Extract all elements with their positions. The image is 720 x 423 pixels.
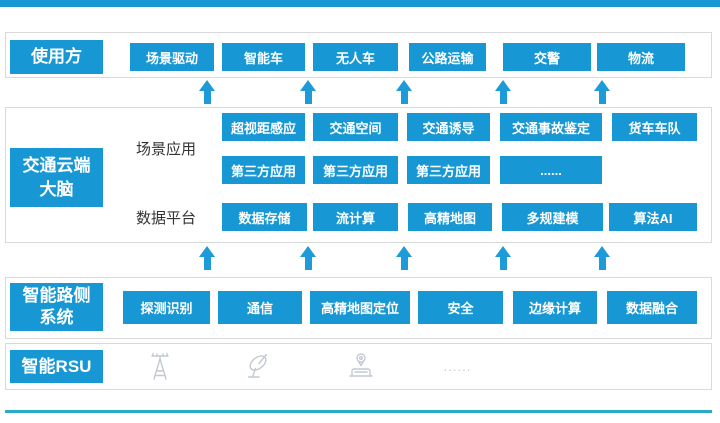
data-platform-label: 数据平台 [135,209,196,227]
up-arrow [495,80,511,105]
scene-app-box-third-party-2: 第三方应用 [313,156,398,184]
user-box-smart-vehicle: 智能车 [222,43,305,71]
roadside-box-hd-map-positioning: 高精地图定位 [310,291,410,324]
up-arrow [300,80,316,105]
roadside-label-line1: 智能路侧 [22,286,91,305]
user-box-traffic-police: 交警 [503,43,591,71]
up-arrow [495,246,511,271]
users-layer-label: 使用方 [10,40,103,74]
roadside-box-edge-computing: 边缘计算 [513,291,597,324]
data-platform-box-stream-computing: 流计算 [313,203,398,231]
scene-app-box-traffic-space: 交通空间 [313,113,398,141]
roadside-box-security: 安全 [418,291,503,324]
signal-tower-icon [143,351,177,388]
data-platform-box-hd-map: 高精地图 [408,203,492,231]
data-platform-box-storage: 数据存储 [222,203,307,231]
up-arrow [396,246,412,271]
roadside-layer-label: 智能路侧 系统 [10,283,103,331]
scene-app-box-traffic-guidance: 交通诱导 [407,113,490,141]
roadside-box-data-fusion: 数据融合 [607,291,697,324]
up-arrow [199,246,215,271]
user-box-scene-driven: 场景驱动 [130,43,214,71]
satellite-dish-icon [240,352,274,387]
roadside-label-line2: 系统 [39,308,74,327]
roadside-box-detection-recognition: 探测识别 [123,291,210,324]
cloud-brain-layer-label: 交通云端 大脑 [10,148,103,207]
user-box-driverless-vehicle: 无人车 [313,43,398,71]
roadside-box-communication: 通信 [218,291,302,324]
scene-app-box-more: ...... [500,156,602,184]
vehicle-positioning-icon [343,351,379,387]
scene-apps-label: 场景应用 [135,140,196,158]
scene-app-box-third-party-1: 第三方应用 [222,156,305,184]
user-box-logistics: 物流 [597,43,685,71]
rsu-more-dots: ...... [443,358,472,374]
data-platform-box-multi-modeling: 多规建模 [502,203,603,231]
up-arrow [300,246,316,271]
cloud-brain-label-line2: 大脑 [39,179,74,199]
bottom-accent-line [5,410,712,413]
up-arrow [594,80,610,105]
scene-app-box-beyond-sight-sensing: 超视距感应 [222,113,305,141]
data-platform-box-ai-algorithm: 算法AI [609,203,697,231]
up-arrow [396,80,412,105]
up-arrow [199,80,215,105]
layer-rsu-section [5,343,712,390]
user-box-road-transport: 公路运输 [409,43,486,71]
scene-app-box-truck-fleet: 货车车队 [612,113,697,141]
cloud-brain-label-line1: 交通云端 [22,155,91,175]
rsu-layer-label: 智能RSU [10,350,103,383]
up-arrow [594,246,610,271]
scene-app-box-accident-appraisal: 交通事故鉴定 [500,113,602,141]
scene-app-box-third-party-3: 第三方应用 [407,156,490,184]
top-accent-bar [0,0,720,7]
